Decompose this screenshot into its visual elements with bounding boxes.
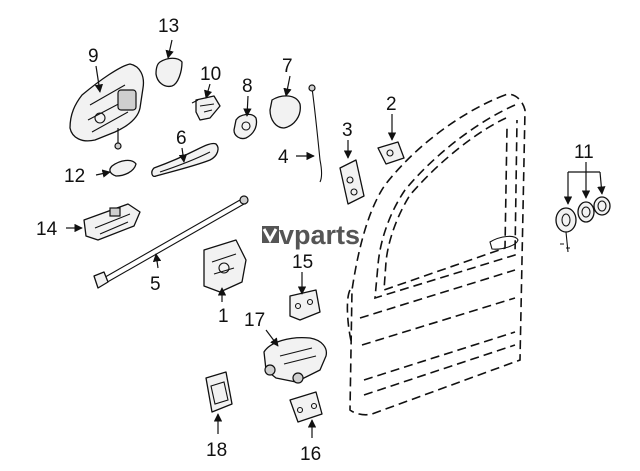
callout-13: 13 (158, 16, 179, 37)
part-15-check-strap-bracket (289, 289, 321, 321)
part-5-release-cable (93, 195, 249, 289)
part-7-handle-bezel (269, 95, 301, 129)
vparts-watermark: vparts (262, 220, 360, 250)
part-2-hinge-bracket (377, 141, 405, 165)
callout-10: 10 (200, 64, 221, 85)
part-8-lock-cylinder-lever (233, 113, 258, 140)
callout-8: 8 (242, 76, 253, 97)
part-18-door-seal-grommet (205, 371, 233, 413)
callout-2: 2 (386, 94, 397, 115)
callout-5: 5 (150, 274, 161, 295)
part-16-door-stop-plate (289, 391, 323, 423)
part-12-lock-clip (109, 159, 137, 177)
callout-labels: 13 9 10 8 7 2 3 6 4 12 11 14 5 15 1 17 1… (36, 16, 594, 465)
part-9-door-lock-actuator (69, 63, 145, 150)
callout-4: 4 (278, 147, 289, 168)
callout-1: 1 (218, 306, 229, 327)
watermark-brand-text: vparts (279, 220, 360, 250)
callout-14: 14 (36, 219, 58, 240)
part-13-handle-cover (155, 57, 183, 88)
leader-lines (66, 39, 606, 438)
callout-9: 9 (88, 46, 99, 67)
part-14-window-regulator-bracket (83, 203, 141, 241)
callout-16: 16 (300, 444, 321, 465)
callout-17: 17 (244, 310, 265, 331)
callout-12: 12 (64, 166, 85, 187)
callout-6: 6 (176, 128, 187, 149)
part-1-door-latch (203, 239, 247, 293)
callout-11: 11 (574, 142, 594, 163)
front-door-outline (346, 93, 526, 416)
callout-15: 15 (292, 252, 313, 273)
part-3-striker-plate (339, 159, 365, 205)
part-10-lock-bracket (191, 95, 221, 121)
watermark-logo-v (262, 228, 278, 244)
callout-3: 3 (342, 120, 353, 141)
part-4-lock-rod (308, 84, 323, 183)
part-11-lock-cylinder-set (555, 196, 611, 253)
callout-7: 7 (282, 56, 293, 77)
part-17-lower-hinge (263, 336, 328, 384)
callout-18: 18 (206, 440, 227, 461)
